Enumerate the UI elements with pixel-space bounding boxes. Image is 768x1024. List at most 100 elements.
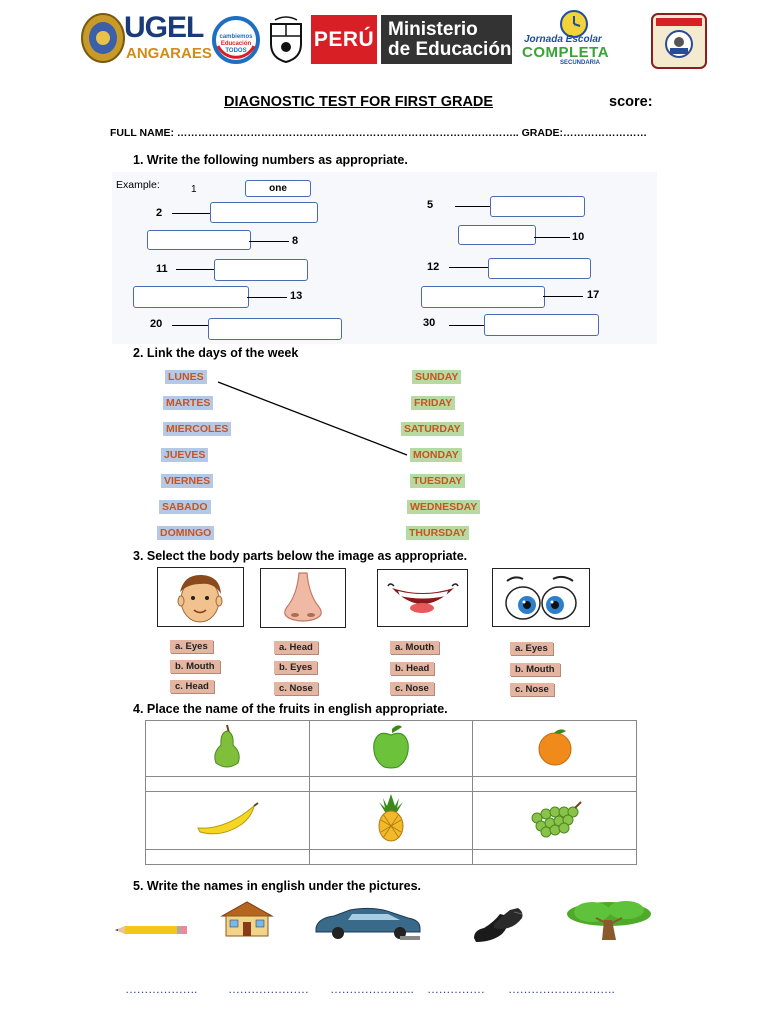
ministry-logo: Ministerio de Educación [381, 15, 512, 64]
svg-text:TODOS: TODOS [225, 48, 246, 54]
number-20: 20 [150, 318, 163, 330]
jornada-line-3: SECUNDARIA [560, 60, 601, 66]
spanish-day[interactable]: LUNES [165, 370, 207, 384]
connector [534, 237, 570, 238]
eyes-picture-frame [492, 568, 590, 627]
option-mouth-b[interactable]: b. Head [390, 662, 435, 675]
connector [176, 269, 214, 270]
answer-box-30[interactable] [484, 314, 599, 336]
connector [543, 296, 583, 297]
question-2-title: 2. Link the days of the week [133, 346, 299, 360]
spanish-day[interactable]: DOMINGO [157, 526, 215, 540]
option-head-a[interactable]: a. Eyes [170, 640, 213, 653]
answer-box-20[interactable] [208, 318, 342, 340]
answer-box-17[interactable] [421, 286, 545, 308]
eyes-icon [505, 575, 577, 620]
answer-box-11[interactable] [214, 259, 308, 281]
jornada-line-2: COMPLETA [522, 44, 610, 61]
banana-cell [145, 791, 310, 850]
campaign-logo-icon: cambiemos Educación TODOS [212, 16, 260, 64]
english-day[interactable]: SUNDAY [412, 370, 462, 384]
full-name-line[interactable]: FULL NAME: ……………………………………………………………………………… [110, 127, 648, 139]
answer-box-5[interactable] [490, 196, 585, 217]
pencil-icon [115, 923, 187, 937]
fruits-table [145, 720, 637, 865]
score-label: score: [609, 94, 653, 110]
option-nose-c[interactable]: c. Nose [274, 682, 318, 695]
answer-box-8[interactable] [147, 230, 251, 250]
ugel-seal-icon [80, 12, 126, 64]
spanish-day[interactable]: MARTES [163, 396, 214, 410]
number-5: 5 [427, 199, 434, 211]
option-nose-b[interactable]: b. Eyes [274, 661, 318, 674]
spanish-day[interactable]: MIERCOLES [163, 422, 232, 436]
number-10: 10 [572, 231, 585, 243]
example-answer: one [269, 183, 287, 194]
option-head-c[interactable]: c. Head [170, 680, 214, 693]
blank-car[interactable]: …………………. [330, 982, 414, 996]
house-icon [218, 900, 276, 938]
svg-text:cambiemos: cambiemos [219, 34, 253, 40]
answer-box-12[interactable] [488, 258, 591, 279]
option-eyes-b[interactable]: b. Mouth [510, 663, 560, 676]
ministry-line-1: Ministerio [388, 18, 478, 40]
grapes-icon [531, 801, 582, 838]
orange-answer-cell[interactable] [472, 776, 637, 792]
face-icon [177, 574, 223, 623]
question-5-title: 5. Write the names in english under the … [133, 879, 422, 893]
option-nose-a[interactable]: a. Head [274, 641, 318, 654]
spanish-day[interactable]: SABADO [159, 500, 211, 514]
english-day[interactable]: SATURDAY [401, 422, 464, 436]
blank-house[interactable]: ………………… [228, 982, 309, 996]
english-day[interactable]: TUESDAY [410, 474, 466, 488]
apple-answer-cell[interactable] [308, 776, 474, 792]
ugel-logo-subtext: ANGARAES [126, 45, 212, 62]
spanish-day[interactable]: VIERNES [161, 474, 214, 488]
option-eyes-a[interactable]: a. Eyes [510, 642, 553, 655]
pear-answer-cell[interactable] [145, 776, 310, 792]
option-mouth-c[interactable]: c. Nose [390, 682, 434, 695]
jornada-escolar-logo: Jornada Escolar COMPLETA SECUNDARIA [520, 8, 628, 68]
pear-icon [214, 724, 241, 768]
english-day[interactable]: FRIDAY [411, 396, 456, 410]
banana-icon [197, 802, 259, 835]
english-day[interactable]: THURSDAY [406, 526, 470, 540]
number-8: 8 [292, 235, 299, 247]
blank-shoes[interactable]: …………… [427, 982, 485, 996]
option-mouth-a[interactable]: a. Mouth [390, 641, 440, 654]
ministry-line-2: de Educación [388, 38, 512, 60]
banana-answer-cell[interactable] [145, 849, 310, 865]
spanish-day[interactable]: JUEVES [161, 448, 209, 462]
example-answer-box: one [245, 180, 311, 197]
connector [449, 325, 485, 326]
car-icon [312, 906, 424, 942]
blank-pencil[interactable]: ………………. [125, 982, 197, 996]
pineapple-answer-cell[interactable] [308, 849, 474, 865]
example-number: 1 [191, 184, 197, 195]
number-30: 30 [423, 317, 436, 329]
jornada-line-1: Jornada Escolar [524, 34, 602, 45]
english-day[interactable]: MONDAY [410, 448, 462, 462]
ugel-logo-text: UGEL [124, 11, 204, 44]
number-2: 2 [156, 207, 163, 219]
answer-box-2[interactable] [210, 202, 318, 223]
orange-cell [472, 720, 637, 777]
grapes-cell [472, 791, 637, 850]
connector [449, 267, 489, 268]
option-head-b[interactable]: b. Mouth [170, 660, 220, 673]
blank-tree[interactable]: ………………………. [508, 982, 615, 996]
connector [172, 213, 210, 214]
apple-cell [308, 720, 474, 777]
english-day[interactable]: WEDNESDAY [407, 500, 481, 514]
head-picture-frame [157, 567, 244, 627]
answer-box-10[interactable] [458, 225, 536, 245]
grapes-answer-cell[interactable] [472, 849, 637, 865]
pear-cell [145, 720, 310, 777]
number-11: 11 [156, 263, 168, 275]
tree-icon [562, 898, 657, 942]
nose-picture-frame [260, 568, 346, 628]
nose-icon [284, 572, 322, 622]
pineapple-cell [308, 791, 474, 850]
option-eyes-c[interactable]: c. Nose [510, 683, 554, 696]
question-4-title: 4. Place the name of the fruits in engli… [133, 702, 448, 716]
